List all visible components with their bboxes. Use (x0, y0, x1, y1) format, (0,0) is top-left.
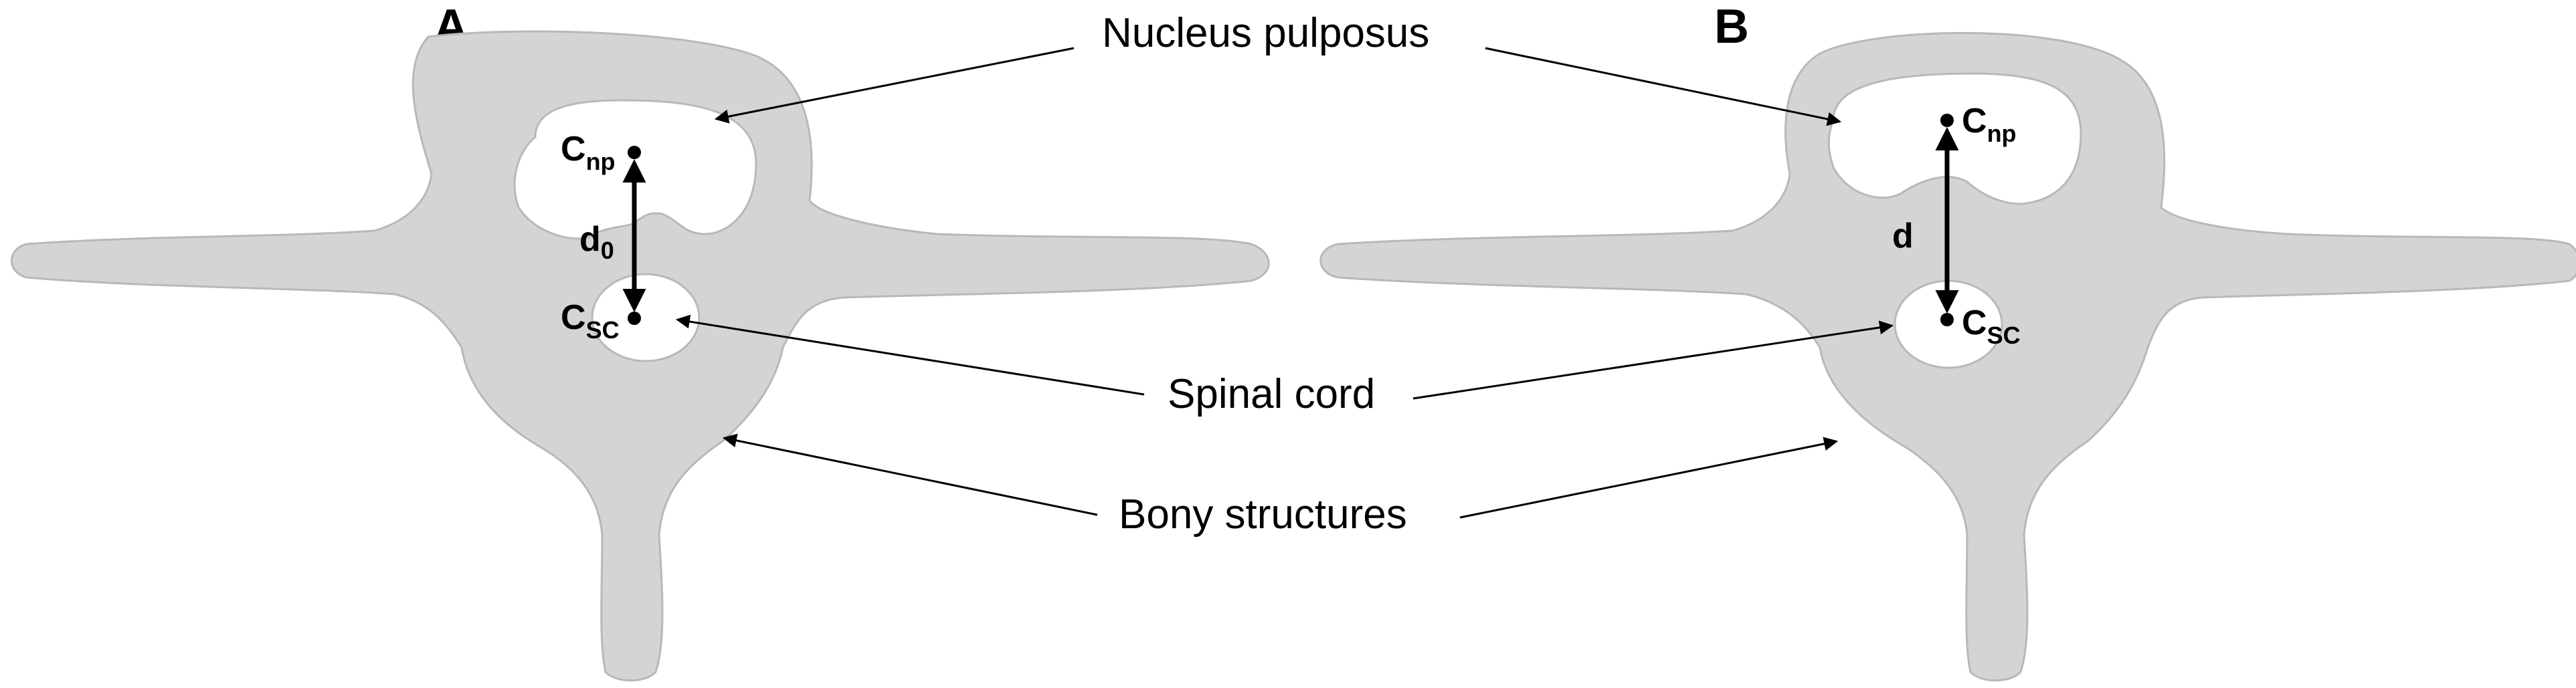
bony-structures-label: Bony structures (1119, 491, 1407, 538)
panel-a-sc-label: CSC (561, 298, 620, 344)
panel-b-letter: B (1714, 0, 1749, 53)
panel-a: A Cnp d0 CSC (11, 0, 1270, 682)
panel-a-np-label: Cnp (561, 130, 616, 175)
panel-a-np-centroid (628, 146, 641, 159)
spinal-cord-leader-a (675, 314, 1145, 396)
panel-b-np-centroid (1940, 114, 1954, 127)
panel-a-distance-label: d0 (579, 220, 614, 264)
callouts: Nucleus pulposus Spinal cord Bony struct… (675, 10, 1894, 538)
panel-a-sc-centroid (628, 312, 641, 325)
panel-b: B Cnp d CSC (1319, 0, 2576, 682)
panel-b-sc-centroid (1940, 313, 1954, 326)
bony-structures-leader-a (722, 433, 1098, 516)
nucleus-pulposus-leader-b (1485, 47, 1842, 126)
panel-b-np-label: Cnp (1962, 102, 2017, 147)
spinal-cord-label: Spinal cord (1168, 371, 1375, 417)
nucleus-pulposus-label: Nucleus pulposus (1102, 10, 1429, 56)
nucleus-pulposus-leader-a (714, 47, 1075, 124)
bony-structures-leader-b (1459, 437, 1839, 519)
panel-b-sc-label: CSC (1962, 304, 2021, 349)
panel-b-distance-label: d (1892, 217, 1914, 255)
spinal-cord-leader-b (1412, 320, 1894, 400)
